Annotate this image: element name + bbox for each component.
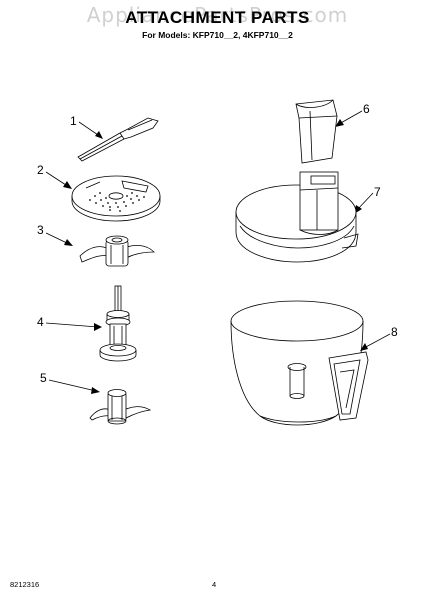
part-7-bowl-cover	[235, 171, 359, 263]
callout-3: 3	[37, 223, 44, 237]
models-subtitle: For Models: KFP710__2, 4KFP710__2	[142, 30, 293, 40]
part-2-disc	[71, 175, 161, 222]
callout-4-arrow	[45, 322, 102, 331]
callout-1-arrow	[78, 121, 103, 139]
callout-5-arrow	[48, 379, 100, 394]
callout-6: 6	[363, 102, 370, 116]
callout-2: 2	[37, 163, 44, 177]
part-4-stem	[99, 285, 137, 362]
callout-1: 1	[70, 114, 77, 128]
watermark: AppliancePartsPros.com	[86, 3, 349, 27]
part-5-mini-blade	[89, 389, 152, 425]
document-number: 8212316	[10, 580, 40, 589]
callout-5: 5	[40, 371, 47, 385]
page-title: ATTACHMENT PARTS	[125, 8, 310, 27]
page-number: 4	[212, 580, 217, 589]
callout-3-arrow	[45, 232, 73, 246]
part-3-blade	[79, 235, 155, 267]
callout-6-arrow	[335, 110, 363, 127]
part-6-food-pusher	[295, 99, 338, 164]
callout-7: 7	[374, 185, 381, 199]
callout-8-arrow	[360, 333, 391, 351]
callout-2-arrow	[45, 171, 72, 189]
callout-4: 4	[37, 315, 44, 329]
callout-7-arrow	[354, 192, 374, 214]
part-1-spatula	[77, 117, 159, 162]
part-8-work-bowl	[230, 300, 369, 426]
callout-8: 8	[391, 325, 398, 339]
